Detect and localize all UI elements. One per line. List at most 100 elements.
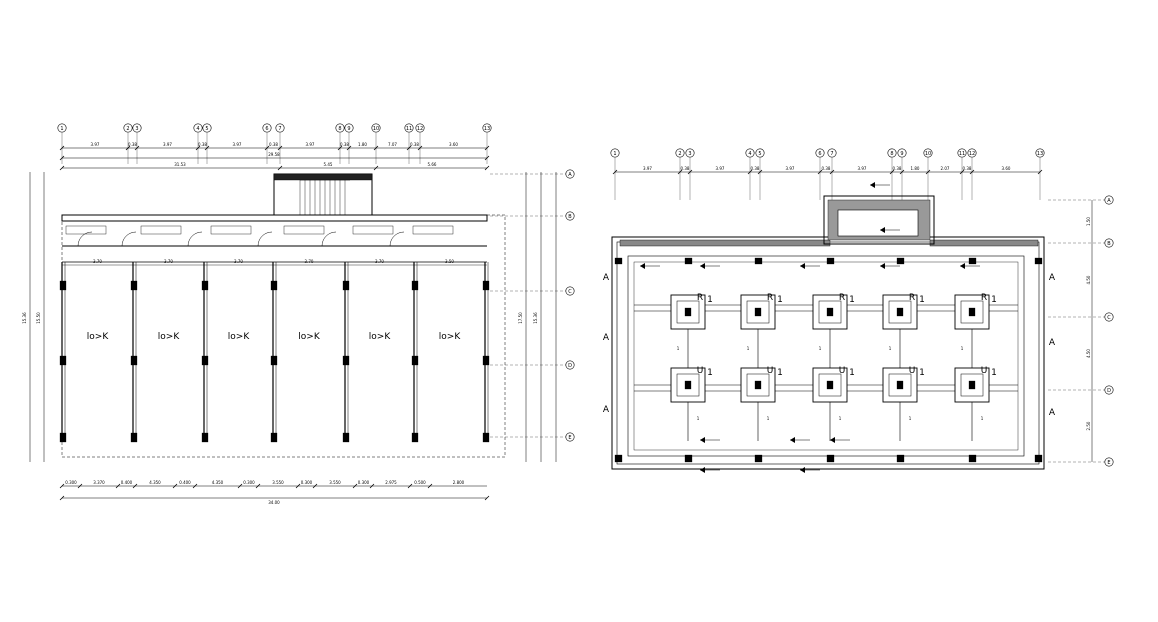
left-dim-tick xyxy=(277,165,283,171)
right-column-stub xyxy=(684,380,692,390)
right-strip-footing-inner xyxy=(633,261,1019,451)
left-bottom-tick xyxy=(237,483,243,489)
right-column-stub xyxy=(896,380,904,390)
right-dim-tick xyxy=(817,169,823,175)
left-bottom-dim-text: 3.370 xyxy=(93,480,105,485)
left-grid-bubble-11: 11 xyxy=(406,126,412,132)
left-top-dim-text: 7.07 xyxy=(388,142,397,147)
right-perimeter-column xyxy=(684,257,693,265)
right-hatched-wall-left xyxy=(619,239,831,247)
right-tie-mark: 1 xyxy=(767,416,770,421)
left-dim-tick xyxy=(484,165,490,171)
right-column-stub xyxy=(826,307,834,317)
right-grid-bubble-3-circle xyxy=(685,148,695,158)
right-footing-pedestal xyxy=(960,300,984,324)
right-dim-tick xyxy=(747,169,753,175)
right-tie-mark: 1 xyxy=(747,346,750,351)
left-column xyxy=(482,355,490,366)
left-dim-tick xyxy=(373,165,379,171)
left-bay-label: lo>K xyxy=(369,332,392,342)
right-grid-bubble-8: 8 xyxy=(890,151,893,157)
left-dim-tick xyxy=(346,145,352,151)
right-footing-mark: U xyxy=(767,366,774,376)
right-grid-bubble-10: 10 xyxy=(925,151,931,157)
left-bay-dim-text: 3.70 xyxy=(375,259,384,264)
right-perimeter-column xyxy=(896,454,905,463)
right-leader-arrow xyxy=(700,263,705,269)
right-grid-bubble-12: 12 xyxy=(969,151,975,157)
left-bottom-dim-text: 0.500 xyxy=(414,480,426,485)
right-dim-tick xyxy=(959,169,965,175)
left-top-dim-text: 0.38 xyxy=(410,142,419,147)
left-top-dim-text: 0.38 xyxy=(340,142,349,147)
left-side-total: 15.36 xyxy=(22,312,27,324)
left-bay-label: lo>K xyxy=(298,332,321,342)
left-row-bubble-E: E xyxy=(568,435,571,441)
staircase-block xyxy=(273,173,373,219)
left-column xyxy=(342,355,350,366)
left-bottom-dim-text: 0.300 xyxy=(358,480,370,485)
left-bottom-tick xyxy=(295,483,301,489)
left-grid-bubble-5: 5 xyxy=(205,126,208,132)
right-dim-tick xyxy=(889,169,895,175)
left-grid-bubble-9-circle xyxy=(344,123,354,133)
right-dim-tick xyxy=(612,169,618,175)
left-row-bubble-D-circle xyxy=(565,360,575,370)
left-grid-bubble-8-circle xyxy=(335,123,345,133)
left-column xyxy=(130,432,138,443)
right-top-dim-text: 0.38 xyxy=(751,166,760,171)
right-footing-mark: 1 xyxy=(777,368,783,378)
right-column-stub xyxy=(968,380,976,390)
right-grid-bubble-9-circle xyxy=(897,148,907,158)
right-footing-mark: 1 xyxy=(707,368,713,378)
right-top-dim-text: 1.80 xyxy=(911,166,920,171)
left-bay-label: lo>K xyxy=(158,332,181,342)
right-top-dim-text: 2.07 xyxy=(941,166,950,171)
right-footing-mark: 1 xyxy=(707,295,713,305)
right-leader-arrow xyxy=(960,263,965,269)
right-row-bubble-A-circle xyxy=(1104,195,1114,205)
left-sub-dim-text: 5.45 xyxy=(324,162,333,167)
left-dim-tick xyxy=(134,145,140,151)
right-top-dim-text: 0.38 xyxy=(893,166,902,171)
right-leader-arrow xyxy=(830,437,835,443)
left-column xyxy=(342,280,350,291)
left-room-window xyxy=(210,225,252,235)
right-grid-bubble-7-circle xyxy=(827,148,837,158)
left-top-dim-text: 0.38 xyxy=(128,142,137,147)
right-top-dim-text: 0.38 xyxy=(681,166,690,171)
right-grid-bubble-1: 1 xyxy=(613,151,616,157)
left-dim-tick xyxy=(277,145,283,151)
right-perimeter-column xyxy=(826,454,835,463)
left-grid-bubble-6: 6 xyxy=(265,126,268,132)
right-row-bubble-A: A xyxy=(1107,198,1111,204)
right-footing-pedestal xyxy=(818,300,842,324)
left-dim-tick xyxy=(373,145,379,151)
right-hatched-wall-right xyxy=(929,239,1039,247)
right-row-bubble-D: D xyxy=(1107,388,1111,394)
left-top-dim-text: 0.38 xyxy=(269,142,278,147)
left-bottom-tick xyxy=(427,483,433,489)
left-top-dim-text: 3.97 xyxy=(91,142,100,147)
right-top-dim-text: 3.97 xyxy=(786,166,795,171)
right-grid-bubble-13: 13 xyxy=(1037,151,1043,157)
right-perimeter-column xyxy=(896,257,905,265)
right-column-stub xyxy=(754,307,762,317)
left-dim-tick xyxy=(59,145,65,151)
left-bottom-total-text: 34.00 xyxy=(268,500,280,505)
left-grid-bubble-8: 8 xyxy=(338,126,341,132)
right-footing-mark: 1 xyxy=(919,368,925,378)
right-footing-mark: R xyxy=(839,293,845,303)
left-column xyxy=(270,280,278,291)
left-dim-tick xyxy=(484,155,490,161)
right-perimeter-column xyxy=(826,257,835,265)
left-room-window xyxy=(412,225,454,235)
left-bottom-tick xyxy=(132,483,138,489)
right-tie-mark: 1 xyxy=(697,416,700,421)
right-footing-mark: 1 xyxy=(849,368,855,378)
right-grid-bubble-9: 9 xyxy=(900,151,903,157)
right-tie-mark: 1 xyxy=(981,416,984,421)
left-top-total-text: 29.58 xyxy=(268,152,280,157)
right-section-marker: A xyxy=(603,333,610,343)
